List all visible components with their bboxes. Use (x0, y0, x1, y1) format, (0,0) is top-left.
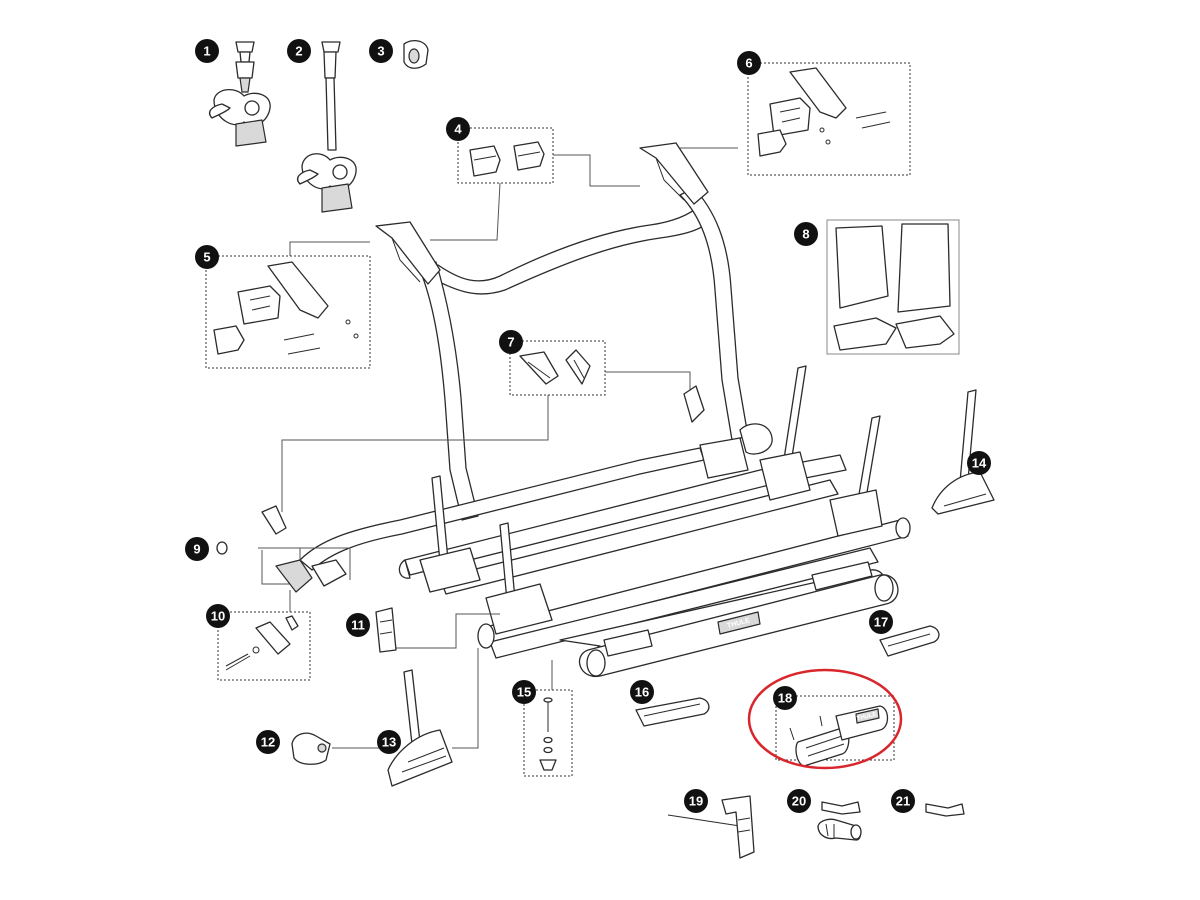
part-5-left-pad-kit (205, 255, 371, 369)
svg-text:1: 1 (203, 44, 210, 59)
callout-14: 14 (967, 451, 991, 475)
callout-7: 7 (499, 330, 523, 354)
part-14-wheel-holder-right (931, 389, 995, 515)
callout-3: 3 (369, 39, 393, 63)
frame-wheel-holders (419, 365, 883, 657)
callout-17: 17 (869, 610, 893, 634)
part-21-key (925, 803, 965, 817)
callout-13: 13 (377, 730, 401, 754)
svg-text:3: 3 (377, 44, 384, 59)
callout-5: 5 (195, 245, 219, 269)
svg-text:11: 11 (351, 618, 365, 633)
svg-text:14: 14 (972, 456, 987, 471)
svg-text:9: 9 (193, 542, 200, 557)
part-15-bolt-kit (523, 689, 573, 777)
svg-text:4: 4 (454, 122, 462, 137)
frame-top-arch (424, 204, 713, 295)
part-2-arm-long (296, 41, 357, 213)
svg-text:12: 12 (261, 735, 275, 750)
svg-text:20: 20 (792, 794, 806, 809)
part-10-hinge-kit (217, 611, 311, 681)
callout-badges: 1 2 3 4 5 6 7 8 9 10 11 12 13 14 15 16 1… (185, 39, 991, 813)
part-17-cover-end (879, 625, 940, 657)
part-13-wheel-holder (387, 669, 453, 787)
callout-12: 12 (256, 730, 280, 754)
front-rail-lower (489, 547, 879, 659)
right-top-pad (639, 142, 709, 205)
rear-rail (404, 454, 847, 576)
callout-18: 18 (773, 686, 797, 710)
part-20-key-and-lock (817, 801, 862, 841)
callout-16: 16 (630, 680, 654, 704)
svg-text:19: 19 (689, 794, 703, 809)
svg-text:5: 5 (203, 250, 210, 265)
callout-19: 19 (684, 789, 708, 813)
part-3-strap-knob (403, 39, 429, 69)
part-18-lock-cover-kit: THULE (747, 668, 903, 770)
part-8-protection-pads (826, 219, 960, 355)
svg-text:6: 6 (745, 56, 752, 71)
part-9-cap-plug (216, 541, 347, 593)
left-top-pad (375, 221, 441, 285)
part-4-end-caps (457, 127, 554, 184)
svg-text:16: 16 (635, 685, 649, 700)
leader-lines (258, 147, 738, 749)
svg-text:2: 2 (295, 44, 302, 59)
callout-6: 6 (737, 51, 761, 75)
lock-cover-brand-text: THULE (856, 712, 877, 722)
callout-1: 1 (195, 39, 219, 63)
svg-text:15: 15 (517, 685, 531, 700)
callout-2: 2 (287, 39, 311, 63)
callout-4: 4 (446, 117, 470, 141)
svg-text:10: 10 (211, 609, 225, 624)
lock-cover-brand-plate (855, 708, 880, 724)
part-11-bracket (375, 607, 397, 653)
callout-20: 20 (787, 789, 811, 813)
callout-11: 11 (346, 613, 370, 637)
callout-8: 8 (794, 222, 818, 246)
part-12-knob (291, 732, 331, 765)
svg-text:18: 18 (778, 691, 792, 706)
svg-text:21: 21 (896, 794, 910, 809)
callout-9: 9 (185, 537, 209, 561)
svg-text:7: 7 (507, 335, 514, 350)
part-7-clamps (261, 340, 705, 535)
svg-text:17: 17 (874, 615, 888, 630)
callout-15: 15 (512, 680, 536, 704)
rail-brand-plate (717, 611, 761, 635)
svg-text:8: 8 (802, 227, 809, 242)
part-19-strap-tensioner (667, 795, 755, 859)
part-6-right-pad-kit (747, 62, 911, 176)
part-1-arm-short (208, 41, 271, 147)
rack-frame: THULE (299, 142, 911, 677)
part-16-cover-short (635, 697, 710, 727)
highlight-ring (747, 668, 903, 770)
frame-left-upright (419, 261, 479, 521)
svg-text:13: 13 (382, 735, 396, 750)
callout-21: 21 (891, 789, 915, 813)
callout-10: 10 (206, 604, 230, 628)
